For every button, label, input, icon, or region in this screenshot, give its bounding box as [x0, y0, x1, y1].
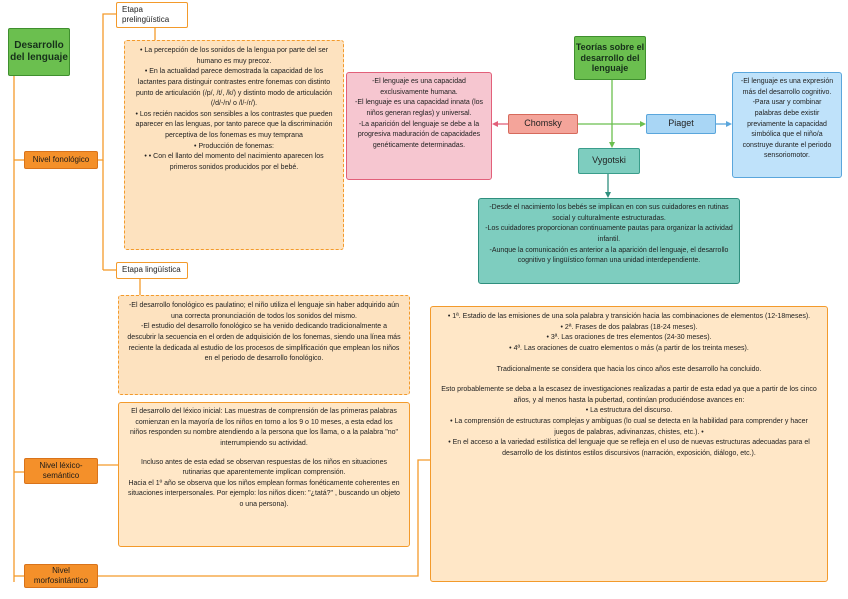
theories-title: Teorías sobre el desarrollo del lenguaje: [575, 41, 645, 74]
node-nivel-lexico-semantico[interactable]: Nivel léxico-semántico: [24, 458, 98, 484]
node-label: Nivel fonológico: [32, 155, 90, 164]
text-line: El desarrollo del léxico inicial: Las mu…: [129, 408, 399, 447]
node-label: Etapa lingüística: [122, 265, 181, 274]
text-line: • La estructura del discurso.: [585, 407, 673, 415]
lexico-content: El desarrollo del léxico inicial: Las mu…: [118, 402, 410, 547]
node-label: Nivel morfosintántico: [33, 566, 89, 585]
text-line: • La percepción de los sonidos de la len…: [139, 47, 329, 65]
label-etapa-prelinguistica[interactable]: Etapa prelingüística: [116, 2, 188, 28]
text-line: • En el acceso a la variedad estilística…: [448, 439, 810, 457]
text-line: -El estudio del desarrollo fonológico se…: [127, 323, 401, 363]
node-label: Etapa prelingüística: [122, 5, 170, 24]
node-nivel-morfosintactico[interactable]: Nivel morfosintántico: [24, 564, 98, 588]
linguistica-content: -El desarrollo fonológico es paulatino; …: [118, 295, 410, 395]
text-line: -Para usar y combinar palabras debe exis…: [742, 99, 832, 160]
text-line: -El lenguaje es una capacidad exclusivam…: [372, 78, 466, 96]
spacer: [439, 375, 819, 385]
node-piaget[interactable]: Piaget: [646, 114, 716, 134]
morfosintactico-content: • 1ª. Estadio de las emisiones de una so…: [430, 306, 828, 582]
text-line: • 4ª. Las oraciones de cuatro elementos …: [509, 344, 749, 352]
main-title: Desarrollo del lenguaje: [10, 40, 68, 63]
text-line: -Los cuidadores proporcionan continuamen…: [485, 225, 733, 243]
piaget-content: -El lenguaje es una expresión más del de…: [732, 72, 842, 178]
main-title-node[interactable]: Desarrollo del lenguaje: [8, 28, 70, 76]
spacer: [439, 355, 819, 365]
node-chomsky[interactable]: Chomsky: [508, 114, 578, 134]
text-line: • La comprensión de estructuras compleja…: [450, 418, 808, 436]
node-label: Chomsky: [524, 118, 562, 129]
text-line: • 3ª. Las oraciones de tres elementos (2…: [546, 334, 712, 342]
spacer: [127, 450, 401, 458]
text-line: • Los recién nacidos son sensibles a los…: [135, 110, 333, 139]
vygotski-content: -Desde el nacimiento los bebés se implic…: [478, 198, 740, 284]
text-line: -La aparición del lenguaje se debe a la …: [357, 120, 481, 149]
text-line: • • Con el llanto del momento del nacimi…: [144, 153, 324, 171]
label-etapa-linguistica[interactable]: Etapa lingüística: [116, 262, 188, 279]
chomsky-content: -El lenguaje es una capacidad exclusivam…: [346, 72, 492, 180]
text-line: -El lenguaje es una expresión más del de…: [740, 78, 834, 96]
text-line: Tradicionalmente se considera que hacia …: [496, 365, 762, 373]
text-line: • 1ª. Estadio de las emisiones de una so…: [447, 313, 811, 320]
text-line: -El lenguaje es una capacidad innata (lo…: [354, 99, 484, 117]
text-line: Incluso antes de esta edad se observan r…: [141, 458, 387, 477]
theories-title-node[interactable]: Teorías sobre el desarrollo del lenguaje: [574, 36, 646, 80]
text-line: -El desarrollo fonológico es paulatino; …: [128, 302, 400, 320]
text-line: -Aunque la comunicación es anterior a la…: [489, 246, 729, 265]
text-line: -Desde el nacimiento los bebés se implic…: [489, 204, 729, 222]
text-line: • 2ª. Frases de dos palabras (18-24 mese…: [560, 323, 698, 331]
node-nivel-fonologico[interactable]: Nivel fonológico: [24, 151, 98, 169]
node-vygotski[interactable]: Vygotski: [578, 148, 640, 174]
text-line: • En la actualidad parece demostrada la …: [135, 68, 333, 108]
node-label: Piaget: [668, 118, 694, 129]
node-label: Vygotski: [592, 155, 626, 166]
text-line: • Producción de fonemas:: [194, 142, 274, 150]
text-line: Esto probablemente se deba a la escasez …: [441, 386, 817, 404]
node-label: Nivel léxico-semántico: [39, 461, 83, 480]
text-line: Hacia el 1º año se observa que los niños…: [128, 479, 400, 508]
prelinguistica-content: • La percepción de los sonidos de la len…: [124, 40, 344, 250]
